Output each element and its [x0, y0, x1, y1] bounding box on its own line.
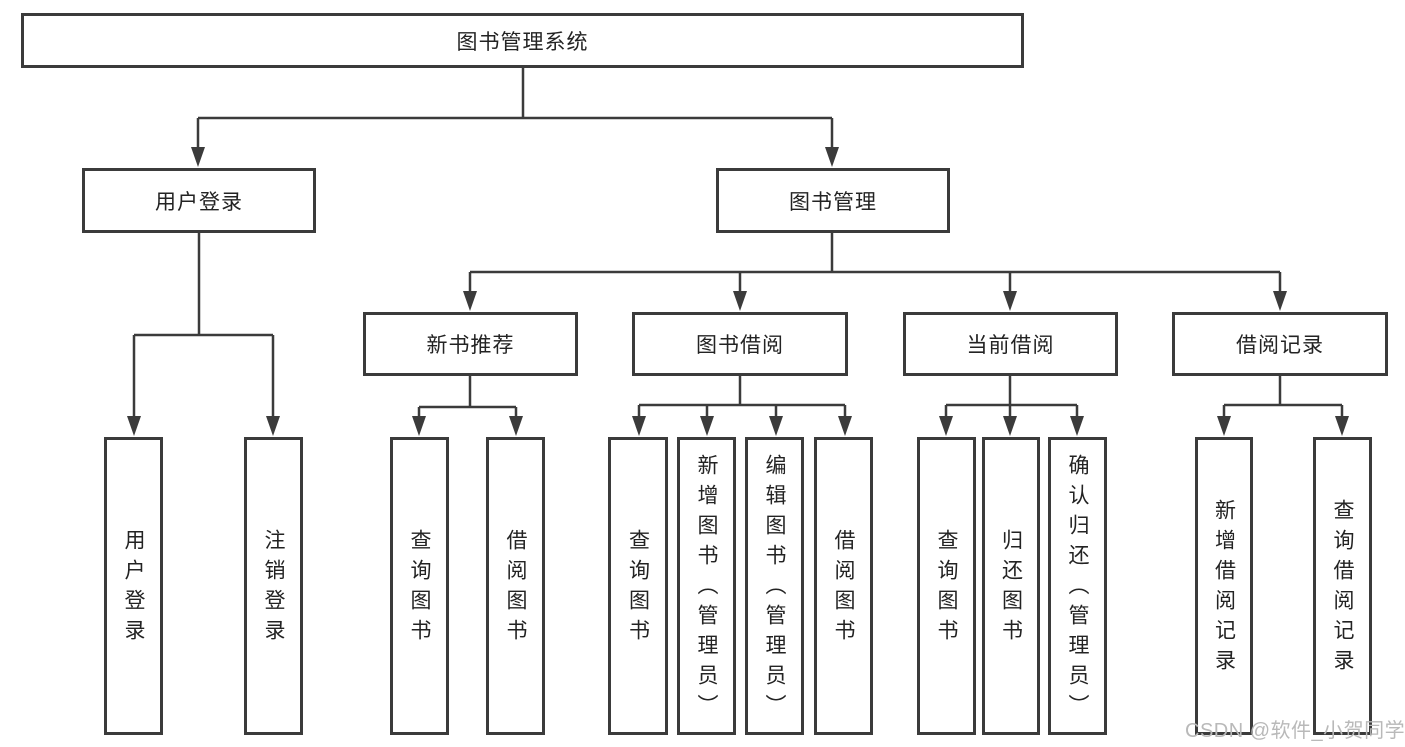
node-user-login: 用户登录 — [82, 168, 316, 233]
connector-new-book — [417, 376, 518, 417]
arrowhead — [191, 147, 205, 167]
arrowhead — [509, 416, 523, 436]
node-root-system: 图书管理系统 — [21, 13, 1024, 68]
node-borrow-record: 借阅记录 — [1172, 312, 1388, 376]
arrowhead — [266, 416, 280, 436]
connector-user-login — [132, 233, 275, 417]
connector-book-borrow — [637, 376, 847, 417]
arrowhead — [1003, 416, 1017, 436]
arrowhead — [769, 416, 783, 436]
arrowhead — [463, 291, 477, 311]
arrowhead — [1003, 291, 1017, 311]
node-leaf-logout: 注销登录 — [244, 437, 303, 735]
node-leaf-add-borrow-record: 新增借阅记录 — [1195, 437, 1253, 735]
node-leaf-query-book-1: 查询图书 — [390, 437, 449, 735]
arrowhead — [127, 416, 141, 436]
node-leaf-query-book-3: 查询图书 — [917, 437, 976, 735]
node-new-book-recommend: 新书推荐 — [363, 312, 578, 376]
node-leaf-query-borrow-record: 查询借阅记录 — [1313, 437, 1372, 735]
arrowhead — [939, 416, 953, 436]
node-leaf-confirm-return-admin: 确认归还（管理员） — [1048, 437, 1107, 735]
connector-current-borrow — [944, 376, 1079, 417]
arrowhead — [1335, 416, 1349, 436]
node-book-management: 图书管理 — [716, 168, 950, 233]
arrowhead — [1070, 416, 1084, 436]
connector-book-management — [468, 233, 1282, 292]
node-book-borrow: 图书借阅 — [632, 312, 848, 376]
arrowhead — [1273, 291, 1287, 311]
arrowhead — [1217, 416, 1231, 436]
node-current-borrow: 当前借阅 — [903, 312, 1118, 376]
arrowhead — [412, 416, 426, 436]
arrowhead — [733, 291, 747, 311]
node-leaf-borrow-book-2: 借阅图书 — [814, 437, 873, 735]
arrowhead — [838, 416, 852, 436]
connector-borrow-record — [1222, 376, 1344, 417]
connector-root — [196, 68, 834, 148]
node-leaf-borrow-book-1: 借阅图书 — [486, 437, 545, 735]
node-leaf-query-book-2: 查询图书 — [608, 437, 668, 735]
csdn-watermark: CSDN @软件_小贺同学 — [1185, 720, 1405, 742]
node-leaf-edit-book-admin: 编辑图书（管理员） — [745, 437, 804, 735]
node-leaf-add-book-admin: 新增图书（管理员） — [677, 437, 736, 735]
arrowhead — [700, 416, 714, 436]
arrowhead — [632, 416, 646, 436]
node-leaf-return-book: 归还图书 — [982, 437, 1040, 735]
node-leaf-user-login: 用户登录 — [104, 437, 163, 735]
arrowhead — [825, 147, 839, 167]
